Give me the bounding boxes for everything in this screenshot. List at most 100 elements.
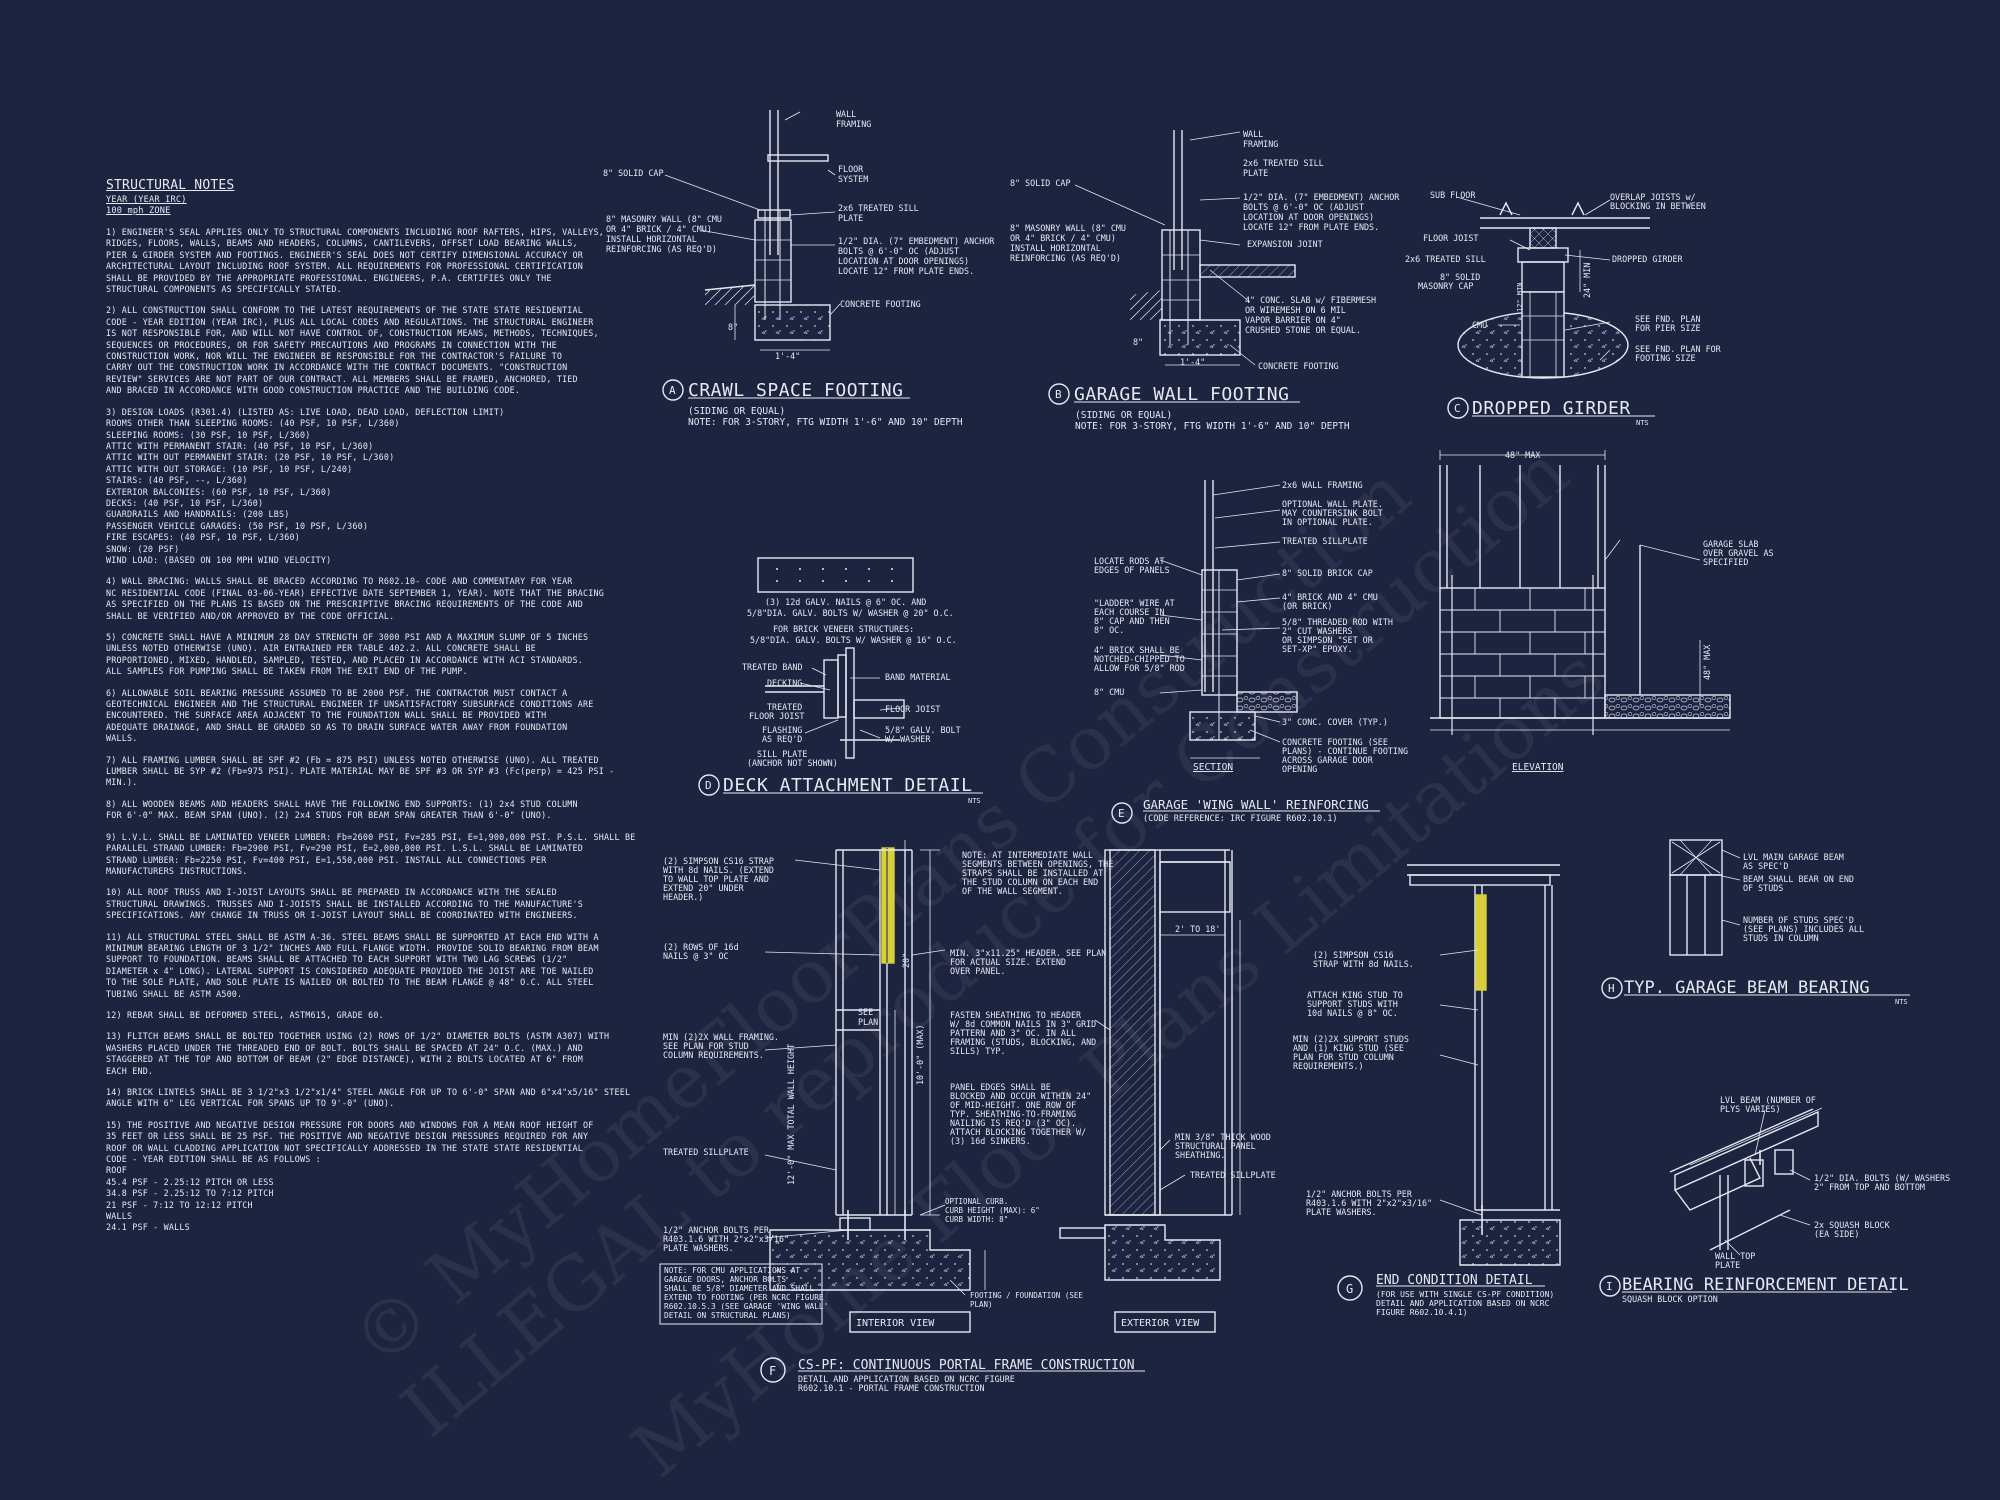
a-masonry-4: REINFORCING (AS REQ'D) bbox=[606, 244, 717, 254]
b-masonry-1: 8" MASONRY WALL (8" CMU bbox=[1010, 223, 1126, 233]
g-sub-2: DETAIL AND APPLICATION BASED ON NCRC bbox=[1376, 1299, 1550, 1308]
d-brick-2: 5/8"DIA. GALV. BOLTS W/ WASHER @ 16" O.C… bbox=[750, 635, 957, 645]
note-line: CODE - YEAR EDITION (YEAR IRC), PLUS ALL… bbox=[106, 316, 594, 327]
d-nails-2: 5/8"DIA. GALV. BOLTS W/ WASHER @ 20" O.C… bbox=[747, 608, 954, 618]
i-squash-2: (EA SIDE) bbox=[1814, 1229, 1859, 1239]
note-line: ARCHITECTURAL LAYOUT INCLUDING ROOF SYST… bbox=[106, 261, 584, 272]
note-line: LUMBER SHALL BE SYP #2 (Fb=975 PSI). PLA… bbox=[106, 766, 615, 777]
h-bear-2: OF STUDS bbox=[1743, 883, 1783, 893]
note-line: SEQUENCES OR PROCEDURES, OR FOR SAFETY P… bbox=[106, 339, 557, 350]
e-rod-1: 5/8" THREADED ROD WITH bbox=[1282, 617, 1393, 627]
note-paragraph: 7) ALL FRAMING LUMBER SHALL BE SPF #2 (F… bbox=[106, 754, 615, 789]
c-pier-2: FOR PIER SIZE bbox=[1635, 323, 1701, 333]
e-notch-2: NOTCHED-CHIPPED TO bbox=[1094, 654, 1185, 664]
note-line: 8) ALL WOODEN BEAMS AND HEADERS SHALL HA… bbox=[106, 798, 578, 809]
c-cap-1: 8" SOLID bbox=[1440, 272, 1480, 282]
c-letter: C bbox=[1454, 402, 1461, 415]
e-elevation: ELEVATION bbox=[1512, 762, 1564, 773]
note-line: 3) DESIGN LOADS (R301.4) (LISTED AS: LIV… bbox=[106, 406, 505, 417]
c-cmu: CMU bbox=[1472, 320, 1487, 330]
note-line: 7) ALL FRAMING LUMBER SHALL BE SPF #2 (F… bbox=[106, 754, 599, 765]
d-fj-2: FLOOR JOIST bbox=[749, 711, 804, 721]
e-treated: TREATED SILLPLATE bbox=[1282, 536, 1368, 546]
e-ladder-2: EACH COURSE IN bbox=[1094, 607, 1165, 617]
d-band: BAND MATERIAL bbox=[885, 672, 951, 682]
f-min-3: COLUMN REQUIREMENTS. bbox=[663, 1050, 764, 1060]
h-letter: H bbox=[1608, 982, 1615, 995]
e-slab-3: SPECIFIED bbox=[1703, 557, 1748, 567]
note-line: PASSENGER VEHICLE GARAGES: (50 PSF, 10 P… bbox=[106, 520, 369, 531]
detail-b-garage-wall-footing bbox=[1048, 130, 1296, 405]
d-sill-1: SILL PLATE bbox=[757, 749, 807, 759]
f-curb-2: CURB HEIGHT (MAX): 6" bbox=[945, 1206, 1040, 1215]
b-sill-1: 2x6 TREATED SILL bbox=[1243, 158, 1324, 168]
b-dim-h: 8" bbox=[1133, 337, 1143, 347]
f-interior: INTERIOR VIEW bbox=[856, 1318, 935, 1329]
note-line: NC RESIDENTIAL CODE (FINAL 03-06-YEAR) E… bbox=[106, 587, 605, 598]
f-inter-4: THE STUD COLUMN ON EACH END bbox=[962, 877, 1098, 887]
f-rows-1: (2) ROWS OF 16d bbox=[663, 942, 739, 952]
note-paragraph: 11) ALL STRUCTURAL STEEL SHALL BE ASTM A… bbox=[106, 932, 599, 1000]
b-slab-1: 4" CONC. SLAB w/ FIBERMESH bbox=[1245, 295, 1376, 305]
f-fasten-4: FRAMING (STUDS, BLOCKING, AND bbox=[950, 1037, 1096, 1047]
note-paragraph: 1) ENGINEER'S SEAL APPLIES ONLY TO STRUC… bbox=[106, 227, 604, 295]
a-anchor-2: BOLTS @ 6'-0" OC (ADJUST bbox=[838, 246, 959, 256]
f-see-1: SEE bbox=[858, 1007, 873, 1017]
d-decking: DECKING bbox=[767, 678, 802, 688]
note-paragraph: 3) DESIGN LOADS (R301.4) (LISTED AS: LIV… bbox=[106, 407, 574, 567]
g-king-3: 10d NAILS @ 8" OC. bbox=[1307, 1008, 1398, 1018]
d-title: DECK ATTACHMENT DETAIL bbox=[723, 775, 972, 796]
f-dim-2to18: 2' TO 18' bbox=[1175, 924, 1220, 934]
note-line: AND BRACED IN ACCORDANCE WITH GOOD CONST… bbox=[106, 385, 521, 396]
i-letter: I bbox=[1606, 1280, 1613, 1293]
b-anchor-1: 1/2" DIA. (7" EMBEDMENT) ANCHOR bbox=[1243, 192, 1400, 202]
detail-g-end-condition bbox=[1337, 864, 1561, 1301]
f-anchor-3: PLATE WASHERS. bbox=[663, 1243, 734, 1253]
b-anchor-2: BOLTS @ 6'-0" OC (ADJUST bbox=[1243, 202, 1364, 212]
d-floorjoist: FLOOR JOIST bbox=[885, 704, 940, 714]
f-note-1: NOTE: FOR CMU APPLICATIONS AT bbox=[664, 1266, 800, 1275]
h-lvl-1: LVL MAIN GARAGE BEAM bbox=[1743, 852, 1844, 862]
f-note-3: SHALL BE 5/8" DIAMETER AND SHALL bbox=[664, 1284, 815, 1293]
note-line: RIDGES, FLOORS, WALLS, BEAMS AND HEADERS… bbox=[106, 238, 578, 249]
e-rod-2: 2" CUT WASHERS bbox=[1282, 626, 1353, 636]
e-ftg-2: PLANS) - CONTINUE FOOTING bbox=[1282, 746, 1408, 756]
d-letter: D bbox=[705, 779, 712, 792]
e-dim-48v: 48" MAX bbox=[1702, 645, 1712, 680]
e-rod-3: OR SIMPSON "SET OR bbox=[1282, 635, 1374, 645]
e-cmu: 8" CMU bbox=[1094, 687, 1124, 697]
note-paragraph: 10) ALL ROOF TRUSS AND I-JOIST LAYOUTS S… bbox=[106, 887, 583, 921]
h-num-2: (SEE PLANS) INCLUDES ALL bbox=[1743, 924, 1864, 934]
f-anchor-2: R403.1.6 WITH 2"x2"x3/16" bbox=[663, 1234, 789, 1244]
h-num-3: STUDS IN COLUMN bbox=[1743, 933, 1819, 943]
c-title: DROPPED GIRDER bbox=[1472, 398, 1631, 419]
note-line: TO THE SOLE PLATE, AND SOLE PLATE IS NAI… bbox=[106, 977, 594, 988]
a-masonry-1: 8" MASONRY WALL (8" CMU bbox=[606, 214, 722, 224]
i-bolts-2: 2" FROM TOP AND BOTTOM bbox=[1814, 1182, 1925, 1192]
g-strap-2: STRAP WITH 8d NAILS. bbox=[1313, 959, 1414, 969]
note-paragraph: 4) WALL BRACING: WALLS SHALL BE BRACED A… bbox=[106, 576, 605, 622]
f-title: CS-PF: CONTINUOUS PORTAL FRAME CONSTRUCT… bbox=[798, 1358, 1135, 1373]
note-line: IS NOT RESPONSIBLE FOR, AND WILL NOT HAV… bbox=[106, 328, 599, 339]
g-min-2: AND (1) KING STUD (SEE bbox=[1293, 1043, 1404, 1053]
e-brick-1: 4" BRICK AND 4" CMU bbox=[1282, 592, 1378, 602]
a-masonry-2: OR 4" BRICK / 4" CMU) bbox=[606, 224, 712, 234]
b-footing: CONCRETE FOOTING bbox=[1258, 361, 1339, 371]
c-subfloor: SUB FLOOR bbox=[1430, 190, 1476, 200]
e-ftg-1: CONCRETE FOOTING (SEE bbox=[1282, 737, 1388, 747]
detail-f-interior-view bbox=[764, 840, 986, 1333]
c-pier-1: SEE FND. PLAN bbox=[1635, 314, 1701, 324]
e-rod-4: SET-XP" EPOXY. bbox=[1282, 644, 1353, 654]
d-fj-1: TREATED bbox=[767, 702, 802, 712]
f-header-2: FOR ACTUAL SIZE. EXTEND bbox=[950, 957, 1066, 967]
a-dim-h: 8" bbox=[728, 322, 738, 332]
g-letter: G bbox=[1346, 1282, 1353, 1296]
c-ftg-2: FOOTING SIZE bbox=[1635, 353, 1696, 363]
note-line: CODE - YEAR EDITION SHALL BE AS FOLLOWS … bbox=[106, 1154, 321, 1165]
detail-e-wing-wall-elevation bbox=[1111, 450, 1731, 824]
note-line: 21 PSF - 7:12 TO 12:12 PITCH bbox=[106, 1199, 253, 1210]
c-ftg-1: SEE FND. PLAN FOR bbox=[1635, 344, 1722, 354]
a-footing: CONCRETE FOOTING bbox=[840, 299, 921, 309]
h-num-1: NUMBER OF STUDS SPEC'D bbox=[1743, 915, 1854, 925]
a-letter: A bbox=[669, 384, 676, 397]
